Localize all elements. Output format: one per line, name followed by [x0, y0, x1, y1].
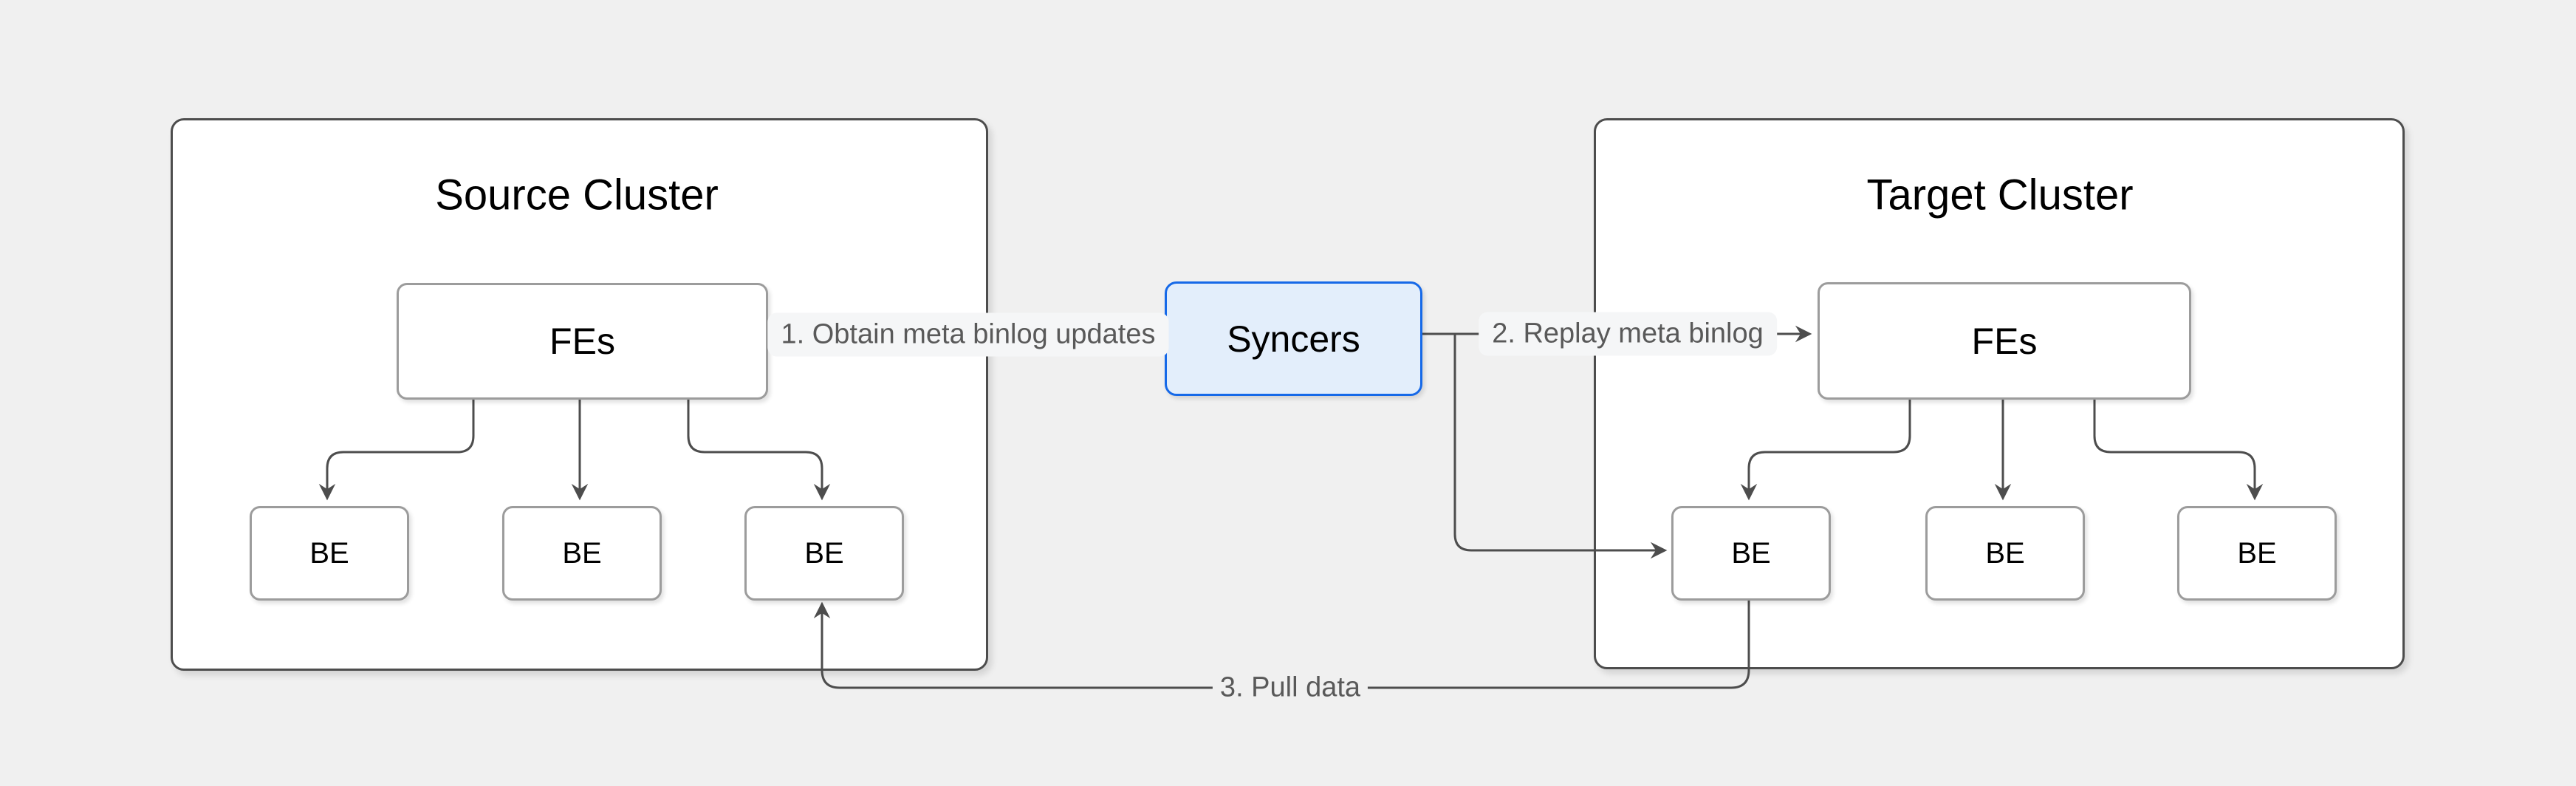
source-be-node-3: BE	[744, 506, 904, 601]
edge-label-obtain-meta-binlog: 1. Obtain meta binlog updates	[767, 312, 1169, 357]
syncers-node: Syncers	[1165, 281, 1422, 396]
source-be-node-1: BE	[250, 506, 409, 601]
target-fes-node: FEs	[1818, 282, 2191, 400]
source-cluster-title: Source Cluster	[435, 171, 719, 219]
source-be-node-2: BE	[502, 506, 662, 601]
arrow-syncers-to-target-be	[1453, 334, 1668, 559]
target-be-node-3: BE	[2177, 506, 2337, 601]
edge-label-pull-data: 3. Pull data	[1212, 669, 1368, 707]
edge-label-replay-meta-binlog: 2. Replay meta binlog	[1479, 312, 1777, 356]
target-be-node-1: BE	[1671, 506, 1831, 601]
arrow-target-fe-to-be-3	[2093, 397, 2264, 501]
target-cluster-title: Target Cluster	[1866, 171, 2134, 219]
arrow-source-fe-to-be-3	[687, 397, 831, 501]
target-be-node-2: BE	[1925, 506, 2085, 601]
arrow-source-fe-to-be-1	[318, 397, 475, 501]
source-fes-node: FEs	[397, 283, 768, 400]
arrow-target-fe-to-be-1	[1740, 397, 1911, 501]
